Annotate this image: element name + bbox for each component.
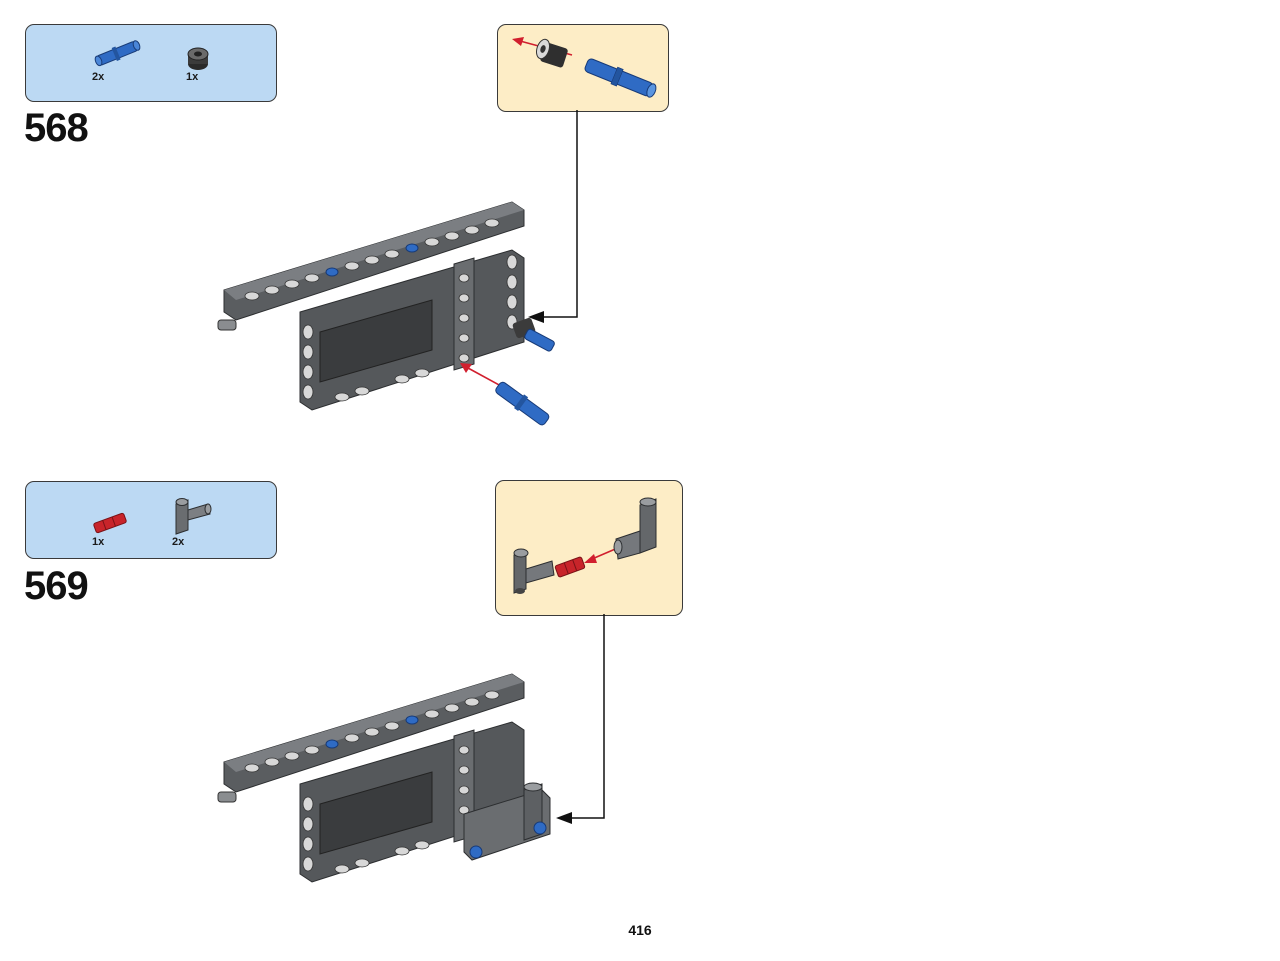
- blue-pin-icon: [584, 58, 657, 98]
- callout-connector-line: [556, 614, 605, 824]
- bushing-icon: [536, 38, 568, 68]
- arrow-head-icon: [556, 812, 572, 824]
- step-number: 569: [24, 564, 89, 608]
- angle-connector-icon: [513, 548, 555, 594]
- callout-illustration: [512, 37, 657, 98]
- parts-list-box: 1x 2x: [25, 481, 277, 559]
- step-number: 568: [24, 106, 89, 150]
- callout-connector-line: [528, 110, 578, 323]
- callout-box: [497, 24, 669, 112]
- part-qty: 2x: [172, 536, 185, 548]
- angle-connector-icon: [175, 498, 212, 535]
- angle-connector-icon: [613, 497, 657, 560]
- red-arrow-icon: [584, 554, 597, 563]
- arrow-head-icon: [528, 311, 544, 323]
- part-qty: 1x: [186, 71, 199, 83]
- callout-box: [495, 480, 683, 616]
- part-qty: 2x: [92, 71, 105, 83]
- bushing-icon: [187, 47, 209, 70]
- model-assembly: [217, 673, 551, 883]
- model-assembly: [217, 201, 555, 426]
- red-axle-icon: [93, 512, 127, 534]
- page-number: 416: [628, 922, 652, 938]
- callout-illustration: [513, 497, 657, 594]
- red-axle-icon: [554, 556, 586, 578]
- parts-list-box: 2x 1x: [25, 24, 277, 102]
- part-qty: 1x: [92, 536, 105, 548]
- red-arrow-icon: [512, 37, 524, 46]
- blue-pin-icon: [94, 40, 141, 67]
